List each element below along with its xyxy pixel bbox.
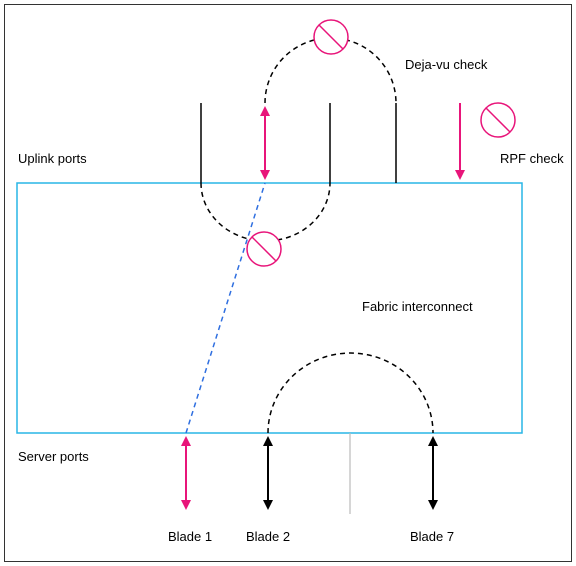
rpf-check-label: RPF check <box>500 151 564 166</box>
outer-frame <box>4 4 572 562</box>
no-entry-icon <box>246 231 282 267</box>
no-entry-icon <box>313 19 349 55</box>
fabric-interconnect-label: Fabric interconnect <box>362 299 473 314</box>
blade-2-label: Blade 2 <box>246 529 291 544</box>
fabric-interconnect-box <box>16 182 523 434</box>
blade-1-label: Blade 1 <box>168 529 213 544</box>
dashed-path-blade1-to-uplink <box>185 182 266 434</box>
uplink-ports-label: Uplink ports <box>18 151 87 166</box>
internal-uplink-loop <box>200 182 331 242</box>
server-ports-label: Server ports <box>18 449 89 464</box>
server-port-loop <box>267 352 434 434</box>
no-entry-icon <box>480 102 516 138</box>
deja-vu-check-label: Deja-vu check <box>405 57 488 72</box>
blade-7-label: Blade 7 <box>410 529 455 544</box>
